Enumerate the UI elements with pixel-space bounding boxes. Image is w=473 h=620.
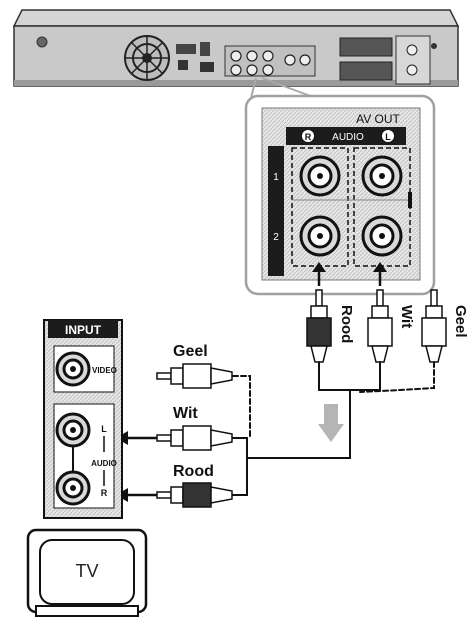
l-marker-icon: L xyxy=(382,130,394,142)
plug-red-vertical xyxy=(306,289,332,363)
audio-panel-label: AUDIO xyxy=(91,459,117,468)
left-label: L xyxy=(101,424,107,434)
label-wit-horizontal: Wit xyxy=(173,405,198,422)
plug-white-vertical xyxy=(367,289,393,363)
plug-white-horizontal xyxy=(156,425,233,451)
label-geel-horizontal: Geel xyxy=(173,343,208,360)
plug-yellow-horizontal xyxy=(156,363,233,389)
av-out-zoom-panel: AV OUT R AUDIO L 1 2 xyxy=(244,94,436,296)
plug-yellow-vertical xyxy=(421,289,447,363)
tv-video-jack xyxy=(55,351,91,387)
label-rood-vertical: Rood xyxy=(338,305,355,343)
label-geel-vertical: Geel xyxy=(452,305,469,338)
input-title: INPUT xyxy=(65,323,102,337)
tv-icon: TV xyxy=(26,528,148,617)
row-2-label: 2 xyxy=(273,232,279,243)
av-out-jack-r2 xyxy=(299,215,341,257)
audio-label: AUDIO xyxy=(332,132,364,143)
gray-arrow-icon xyxy=(318,404,344,442)
row-1-label: 1 xyxy=(273,172,279,183)
av-out-title: AV OUT xyxy=(356,112,400,126)
fan-icon xyxy=(124,35,170,81)
l-marker: L xyxy=(385,132,391,142)
right-label: R xyxy=(101,488,108,498)
r-marker: R xyxy=(305,132,312,142)
cables xyxy=(231,361,435,496)
tv-audio-left-jack xyxy=(55,412,91,448)
tv-input-panel: INPUT VIDEO L AUDIO R xyxy=(43,319,123,519)
av-out-jack-l1 xyxy=(361,155,403,197)
label-rood-horizontal: Rood xyxy=(173,463,214,480)
label-wit-vertical: Wit xyxy=(398,305,415,328)
r-marker-icon: R xyxy=(302,130,314,142)
insert-arrows xyxy=(312,262,387,286)
av-out-jack-r1 xyxy=(299,155,341,197)
plug-red-horizontal xyxy=(156,482,233,508)
recorder-rear-panel xyxy=(12,9,460,87)
av-out-jack-l2 xyxy=(361,215,403,257)
tv-audio-right-jack xyxy=(55,470,91,506)
video-label: VIDEO xyxy=(92,366,117,375)
tv-label: TV xyxy=(75,561,98,581)
